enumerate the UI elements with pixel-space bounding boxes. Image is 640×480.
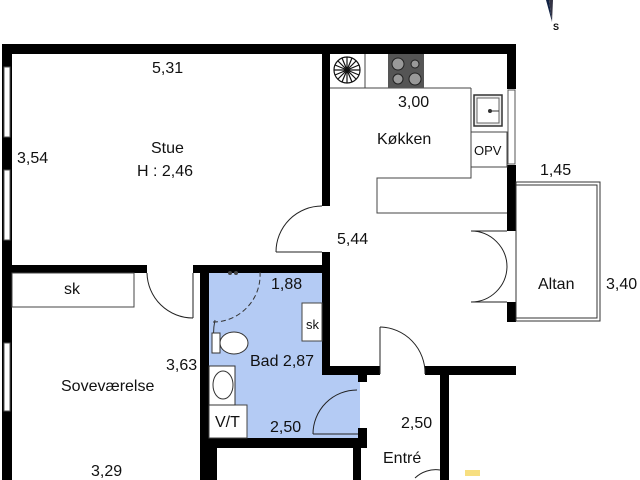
kokken-depth-dim: 5,44 (337, 231, 369, 248)
bad-width-dim: 1,88 (271, 276, 303, 293)
closets (11, 272, 323, 439)
stue-name: Stue (151, 140, 184, 157)
stove-icon (388, 54, 424, 88)
stue-depth-dim: 3,54 (17, 150, 49, 167)
bad-name: Bad 2,87 (250, 353, 315, 370)
compass-south-label: S (553, 22, 560, 32)
kokken-width-dim: 3,00 (398, 94, 430, 111)
stue-height: H : 2,46 (137, 163, 194, 180)
altan-width-dim: 1,45 (540, 162, 572, 179)
extractor-fan-icon (333, 56, 361, 84)
kitchen-sink-icon (473, 94, 503, 127)
entre-depth-dim: 2,50 (401, 415, 433, 432)
kokken-name: Køkken (377, 131, 432, 148)
lamp-mark (465, 470, 480, 476)
fridge-label: OPV (474, 143, 502, 158)
stue-width-dim: 5,31 (152, 60, 184, 77)
shower-head-icon (228, 271, 238, 275)
sove-depth-dim: 3,63 (166, 357, 198, 374)
vt-label: V/T (215, 414, 240, 431)
altan-name: Altan (538, 276, 575, 293)
bath-fixtures (208, 271, 261, 406)
doors (146, 205, 508, 479)
bad-closet-label: sk (306, 317, 319, 332)
compass-icon (546, 0, 553, 22)
sove-closet-label: sk (64, 281, 80, 298)
entre-name: Entré (383, 450, 422, 467)
sove-name: Soveværelse (61, 378, 155, 395)
sove-width-dim: 3,29 (91, 463, 123, 480)
windows (3, 66, 516, 412)
altan-depth-dim: 3,40 (606, 276, 638, 293)
balcony (515, 181, 601, 322)
bad-depth-dim: 2,50 (270, 419, 302, 436)
walls (2, 44, 516, 480)
